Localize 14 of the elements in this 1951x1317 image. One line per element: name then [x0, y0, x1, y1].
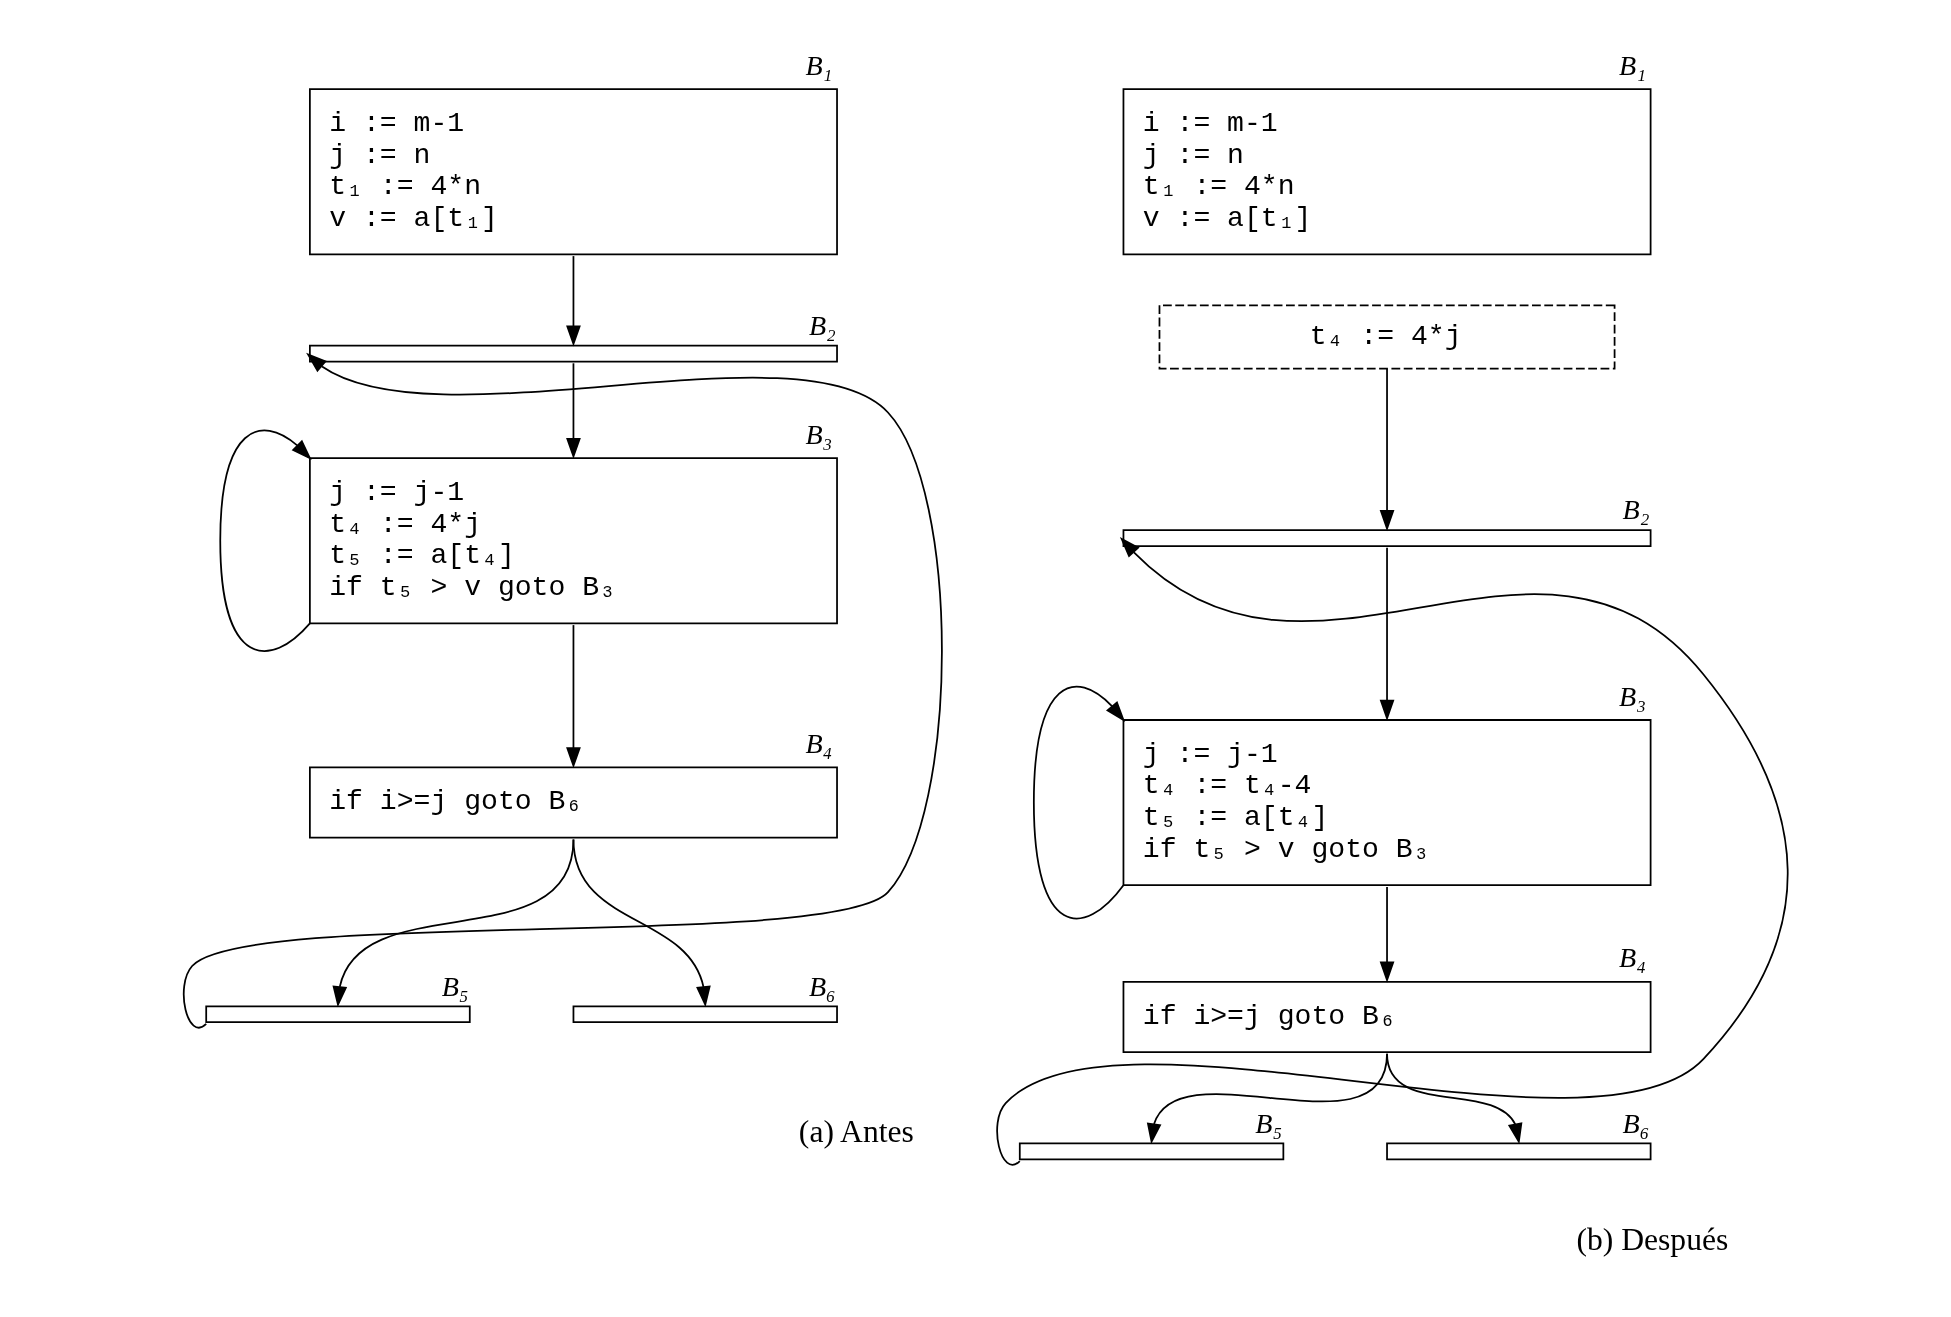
label: (b) Después — [1575, 1221, 1728, 1257]
label: (a) Antes — [798, 1114, 914, 1150]
node-label: B₄ — [804, 728, 832, 760]
node-label: B₆ — [1622, 1107, 1649, 1139]
node-label: B₁ — [804, 49, 832, 81]
node-label: B₃ — [1618, 680, 1646, 712]
node-label: B₅ — [1254, 1107, 1282, 1139]
node-label: B₄ — [1618, 942, 1646, 974]
node-label: B₁ — [1618, 49, 1646, 81]
node-label: B₃ — [804, 418, 832, 450]
node-label: B₅ — [441, 970, 469, 1002]
node-label: B₂ — [808, 309, 836, 341]
node-label: B₆ — [808, 970, 836, 1002]
node-label: B₂ — [1622, 494, 1649, 526]
